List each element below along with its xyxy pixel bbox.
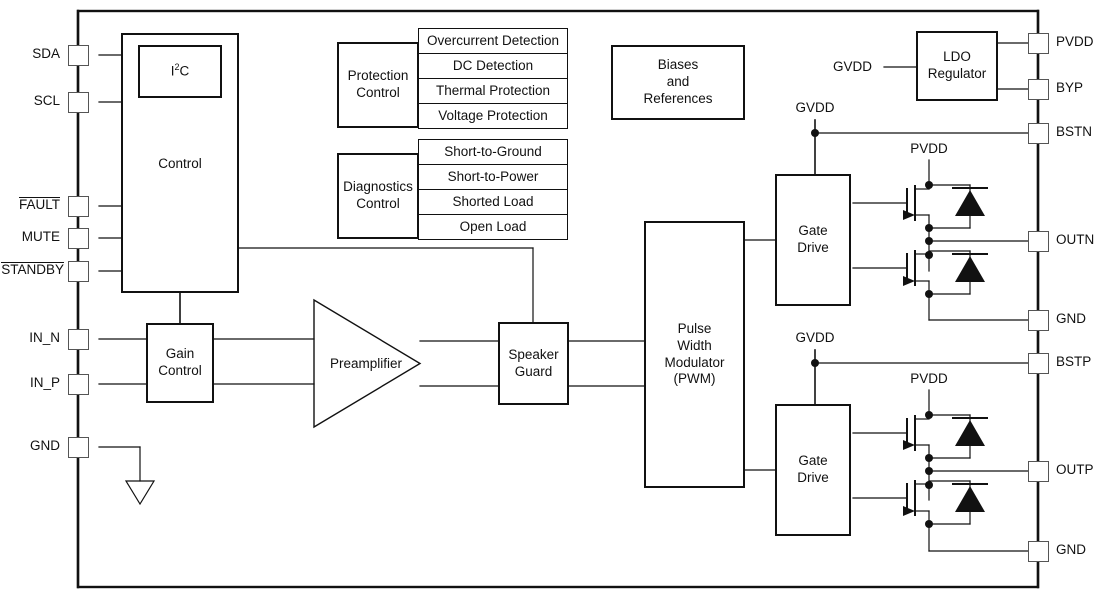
pin-box-gnd-left[interactable]: [68, 436, 89, 458]
pin-box-sda[interactable]: [68, 44, 89, 66]
pin-label-gnd-left: GND: [30, 438, 60, 453]
protection-item-thermal-label: Thermal Protection: [435, 82, 551, 98]
pin-label-gnd-n: GND: [1056, 311, 1086, 326]
block-biases-references[interactable]: Biases and References: [611, 45, 745, 120]
protection-item-thermal[interactable]: Thermal Protection: [418, 78, 568, 104]
pin-label-outn: OUTN: [1056, 232, 1095, 247]
pin-box-in-p[interactable]: [68, 373, 89, 395]
pin-box-byp[interactable]: [1028, 78, 1049, 100]
pin-label-bstp: BSTP: [1056, 354, 1092, 369]
block-pwm[interactable]: Pulse Width Modulator (PWM): [644, 221, 745, 488]
block-speaker-guard-label: Speaker Guard: [508, 346, 559, 379]
block-ldo-regulator-label: LDO Regulator: [927, 49, 987, 81]
diagnostics-item-open-load[interactable]: Open Load: [418, 214, 568, 240]
block-ldo-regulator[interactable]: LDO Regulator: [916, 31, 998, 101]
pin-box-gnd-p[interactable]: [1028, 540, 1049, 562]
diagnostics-item-shorted-load-label: Shorted Load: [452, 193, 534, 209]
protection-item-voltage[interactable]: Voltage Protection: [418, 103, 568, 129]
diagnostics-item-shorted-load[interactable]: Shorted Load: [418, 189, 568, 215]
label-ldo-input-gvdd: GVDD: [833, 59, 873, 74]
block-control-label: Control: [158, 156, 202, 171]
diagnostics-item-open-load-label: Open Load: [459, 218, 527, 234]
block-protection-control[interactable]: Protection Control: [337, 42, 419, 128]
pin-label-sda: SDA: [32, 46, 60, 61]
label-pvdd-bottom: PVDD: [910, 371, 948, 386]
pin-label-standby: STANDBY: [0, 262, 64, 278]
pin-label-scl: SCL: [33, 93, 60, 108]
block-gain-control[interactable]: Gain Control: [146, 323, 214, 403]
pin-box-standby[interactable]: [68, 260, 89, 282]
pin-box-bstp[interactable]: [1028, 352, 1049, 374]
block-biases-references-label: Biases and References: [643, 57, 713, 106]
pin-label-standby-text: STANDBY: [1, 262, 64, 277]
block-gate-drive-bottom-label: Gate Drive: [797, 453, 829, 485]
block-diagnostics-control-label: Diagnostics Control: [343, 179, 413, 211]
pin-label-mute: MUTE: [21, 229, 60, 244]
block-i2c[interactable]: I2C: [138, 45, 222, 98]
pin-box-pvdd[interactable]: [1028, 32, 1049, 54]
diagnostics-item-short-ground-label: Short-to-Ground: [444, 143, 542, 159]
block-diagnostics-control[interactable]: Diagnostics Control: [337, 153, 419, 239]
pin-label-gnd-p: GND: [1056, 542, 1086, 557]
block-protection-control-label: Protection Control: [347, 68, 409, 100]
pin-label-fault-text: FAULT: [18, 197, 60, 212]
pin-box-bstn[interactable]: [1028, 122, 1049, 144]
protection-item-overcurrent[interactable]: Overcurrent Detection: [418, 28, 568, 54]
pin-label-in-n: IN_N: [29, 330, 60, 345]
block-gate-drive-bottom[interactable]: Gate Drive: [775, 404, 851, 536]
block-gate-drive-top[interactable]: Gate Drive: [775, 174, 851, 306]
pin-label-pvdd: PVDD: [1056, 34, 1094, 49]
pin-box-scl[interactable]: [68, 91, 89, 113]
pin-box-outn[interactable]: [1028, 230, 1049, 252]
protection-item-voltage-label: Voltage Protection: [438, 107, 548, 123]
block-pwm-label: Pulse Width Modulator (PWM): [664, 320, 725, 387]
label-gvdd-bottom: GVDD: [795, 330, 835, 345]
pin-label-in-p: IN_P: [29, 375, 60, 390]
block-gate-drive-top-label: Gate Drive: [797, 223, 829, 255]
block-i2c-label: I2C: [170, 62, 190, 79]
diagnostics-item-short-power-label: Short-to-Power: [447, 168, 539, 184]
pin-label-outp: OUTP: [1056, 462, 1094, 477]
label-pvdd-top: PVDD: [910, 141, 948, 156]
protection-item-overcurrent-label: Overcurrent Detection: [426, 32, 560, 48]
pin-label-bstn: BSTN: [1056, 124, 1093, 139]
pin-label-byp: BYP: [1056, 80, 1084, 95]
diagnostics-item-short-power[interactable]: Short-to-Power: [418, 164, 568, 190]
pin-box-outp[interactable]: [1028, 460, 1049, 482]
diagnostics-item-short-ground[interactable]: Short-to-Ground: [418, 139, 568, 165]
pin-label-fault: FAULT: [0, 197, 60, 213]
label-gvdd-top: GVDD: [795, 100, 835, 115]
protection-item-dc-label: DC Detection: [452, 57, 534, 73]
pin-box-mute[interactable]: [68, 227, 89, 249]
block-speaker-guard[interactable]: Speaker Guard: [498, 322, 569, 405]
pin-box-in-n[interactable]: [68, 328, 89, 350]
block-gain-control-label: Gain Control: [158, 346, 202, 378]
pin-box-gnd-n[interactable]: [1028, 309, 1049, 331]
pin-box-fault[interactable]: [68, 195, 89, 217]
block-preamplifier-label: Preamplifier: [329, 356, 403, 371]
protection-item-dc[interactable]: DC Detection: [418, 53, 568, 79]
